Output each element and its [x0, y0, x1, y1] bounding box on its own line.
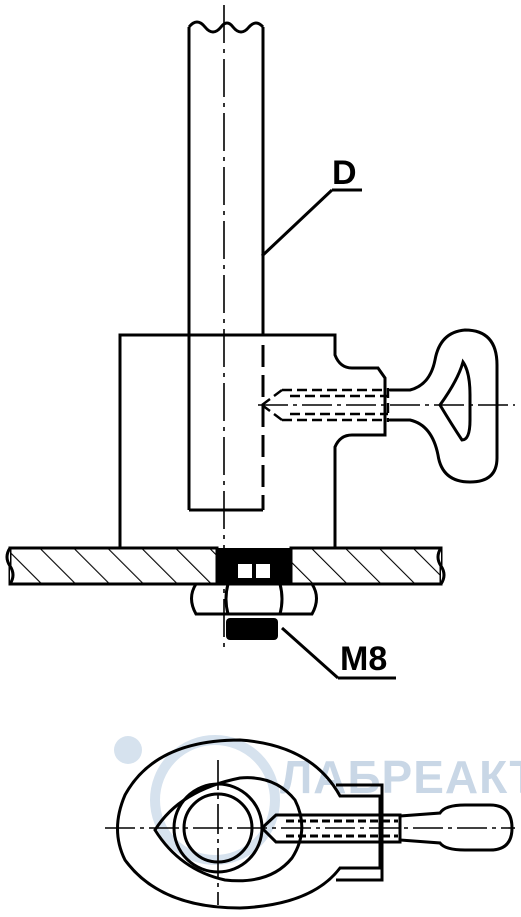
plate-break-right [436, 547, 446, 585]
top-view-lug [336, 783, 384, 882]
top-view-centerlines [105, 760, 515, 905]
watermark-dot-icon [114, 736, 142, 764]
d-leader [260, 188, 362, 258]
wing-knob [390, 328, 499, 484]
clamp-screw [261, 388, 390, 422]
hex-nut [190, 582, 318, 616]
rod [187, 5, 265, 650]
watermark-text: ЛАБРЕАКТИВ [280, 751, 521, 803]
nut-washer [226, 618, 278, 640]
top-view-body [116, 738, 382, 910]
base-plate [5, 546, 446, 586]
plate-break-left [5, 547, 15, 585]
rod-break-line [187, 20, 265, 34]
clamp-block [118, 333, 387, 548]
m8-leader [281, 626, 396, 680]
label-d: D [332, 154, 357, 192]
bolt [217, 548, 291, 584]
watermark-circle-icon [150, 735, 280, 865]
label-m8: M8 [340, 640, 387, 678]
